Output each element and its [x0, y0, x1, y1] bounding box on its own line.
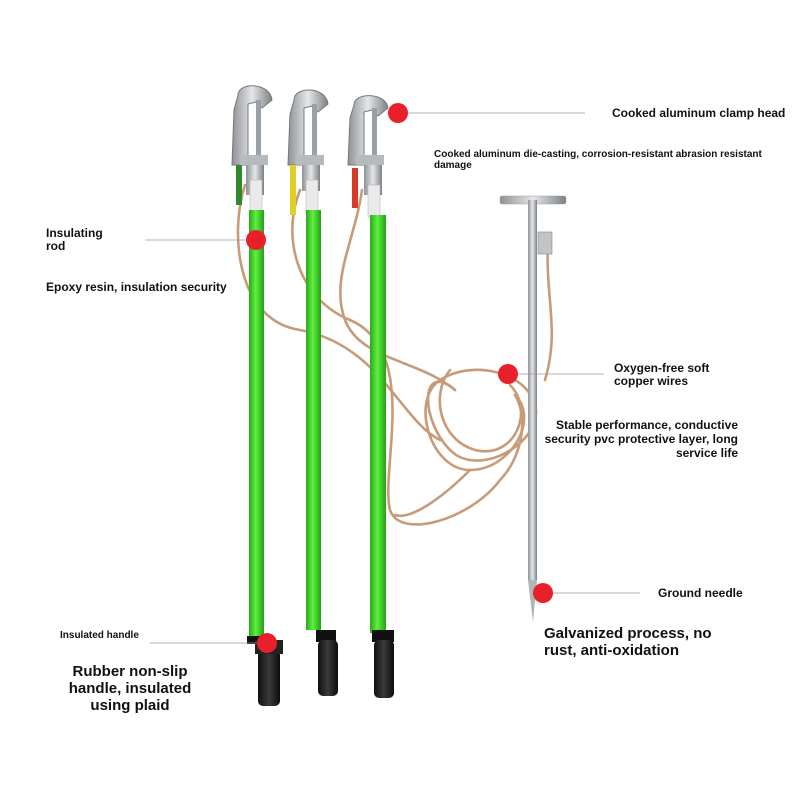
callout-markers [246, 103, 553, 653]
insulating-rod-description: Epoxy resin, insulation security [46, 280, 227, 294]
clamp-head-label: Cooked aluminum clamp head [612, 106, 786, 120]
insulating-rod-2 [287, 89, 338, 696]
ground-needle [499, 195, 567, 622]
ground-needle-description: Galvanized process, no rust, anti-oxidat… [544, 625, 712, 659]
insulated-handle-description: Rubber non-slip handle, insulated using … [68, 663, 192, 714]
insulating-rod-1 [231, 85, 283, 706]
copper-wire-label: Oxygen-free soft copper wires [614, 361, 710, 388]
copper-wire-description: Stable performance, conductive security … [544, 418, 738, 460]
clamp-head-description: Cooked aluminum die-casting, corrosion-r… [434, 149, 762, 171]
insulating-rod-3 [347, 95, 394, 698]
ground-needle-label: Ground needle [658, 586, 743, 600]
callout-lines [145, 112, 640, 644]
insulated-handle-label: Insulated handle [60, 630, 139, 641]
insulating-rod-label: Insulating rod [46, 226, 103, 253]
copper-cable [236, 183, 554, 526]
